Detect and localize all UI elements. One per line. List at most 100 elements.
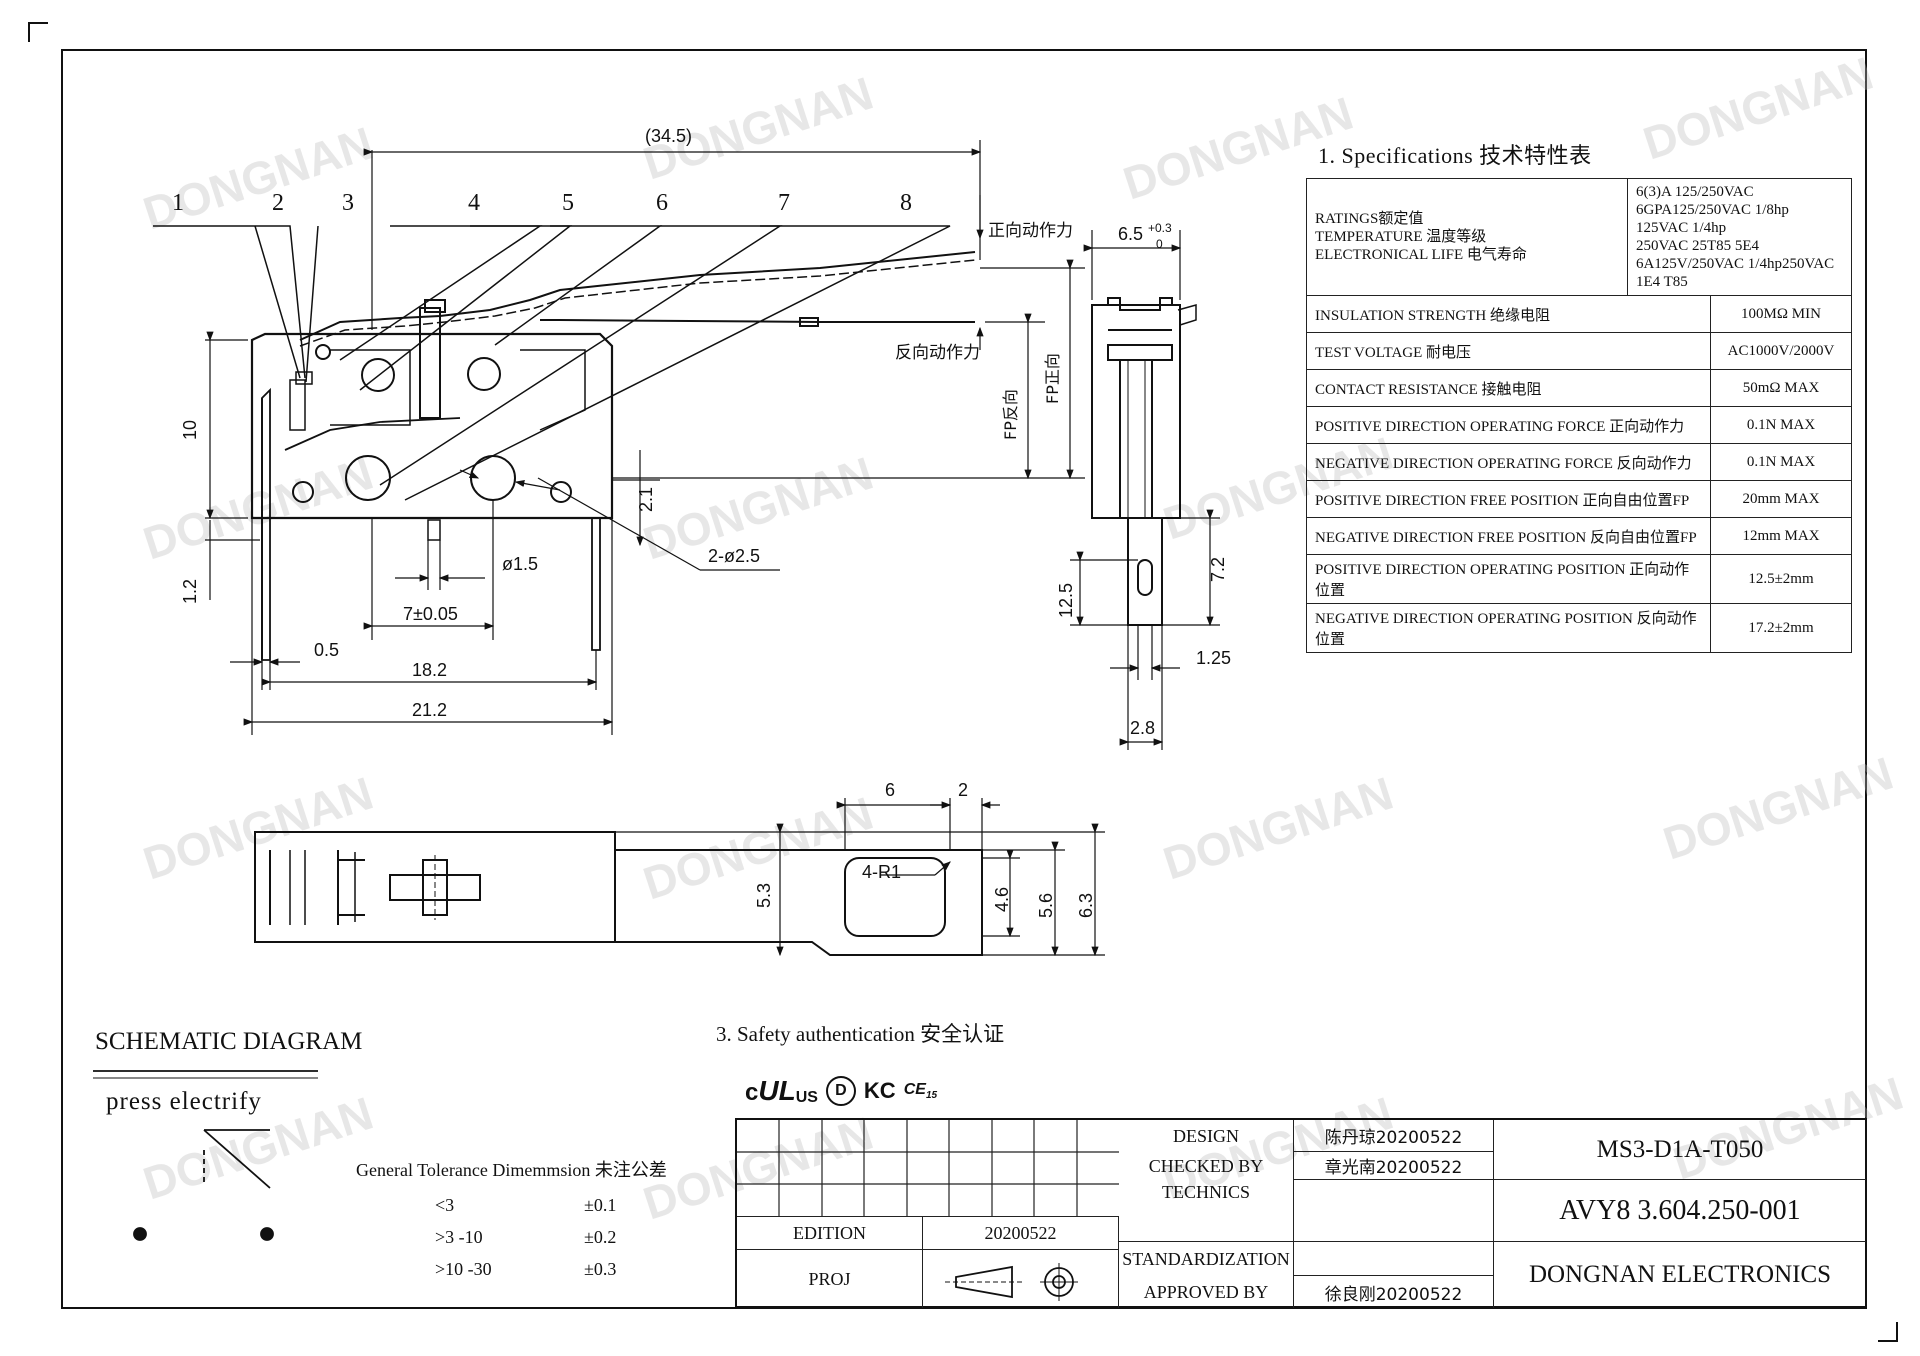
ratings-labels: RATINGS额定值 TEMPERATURE 温度等级 ELECTRONICAL… (1306, 178, 1628, 296)
spec-value: 0.1N MAX (1710, 443, 1852, 481)
part-number-2: 2 (272, 190, 284, 216)
table-row: NEGATIVE DIRECTION OPERATING POSITION 反向… (1306, 603, 1852, 653)
approved-label: APPROVED BY (1119, 1276, 1294, 1308)
approved-value: 徐良刚20200522 (1294, 1276, 1494, 1308)
ratings-label: RATINGS额定值 (1315, 211, 1424, 227)
specifications-title: 1. Specifications 技术特性表 (1318, 143, 1592, 168)
spec-label: POSITIVE DIRECTION OPERATING POSITION 正向… (1306, 554, 1711, 604)
dim-0-5: 0.5 (314, 640, 339, 660)
part-numbers: 1 2 3 4 5 6 7 8 (172, 190, 912, 216)
spec-value: 12.5±2mm (1710, 554, 1852, 604)
side-dimension-labels: 6.5 +0.3 0 7.2 12.5 1.25 2.8 (1056, 221, 1231, 738)
label-negative-force: 反向动作力 (895, 343, 980, 363)
dim-hole: ø1.5 (502, 554, 538, 574)
table-row: POSITIVE DIRECTION OPERATING FORCE 正向动作力… (1306, 406, 1852, 444)
spec-value: AC1000V/2000V (1710, 332, 1852, 370)
watermark-text: DONGNAN (1157, 767, 1399, 890)
dim-7-2: 7.2 (1208, 557, 1228, 582)
enec-ce: CE (903, 1080, 926, 1098)
dim-1-2: 1.2 (180, 579, 200, 604)
spec-label: POSITIVE DIRECTION OPERATING FORCE 正向动作力 (1306, 406, 1711, 444)
watermark-text: DONGNAN (137, 447, 379, 570)
edition-label: EDITION (737, 1216, 923, 1250)
technics-spacer (1119, 1204, 1294, 1242)
dim-4-6: 4.6 (992, 887, 1012, 912)
dim-2-holes: 2-ø2.5 (708, 546, 760, 566)
corner-mark-bottom-right (1878, 1322, 1898, 1342)
tolerance-range: >10 -30 (435, 1259, 492, 1279)
part-number-8: 8 (900, 190, 912, 216)
part-number-5: 5 (562, 190, 574, 216)
technics-label: TECHNICS (1119, 1180, 1294, 1204)
dim-12-5: 12.5 (1056, 583, 1076, 618)
table-row: POSITIVE DIRECTION OPERATING POSITION 正向… (1306, 554, 1852, 604)
rating-value: 6GPA125/250VAC 1/8hp 125VAC 1/4hp (1635, 202, 1789, 236)
spec-value: 100MΩ MIN (1710, 295, 1852, 333)
dim-6-5: 6.5 (1118, 224, 1143, 244)
dim-5-3: 5.3 (754, 883, 774, 908)
tolerance-value: ±0.3 (584, 1259, 617, 1279)
vde-d-mark-icon: D (825, 1076, 856, 1106)
part-number-4: 4 (468, 190, 480, 216)
checked-label: CHECKED BY (1119, 1152, 1294, 1180)
cul-us: US (795, 1089, 818, 1106)
checked-value: 章光南20200522 (1294, 1152, 1494, 1180)
projection-symbol (945, 1263, 1078, 1301)
design-label: DESIGN (1119, 1120, 1294, 1152)
kc-mark-icon: KC (863, 1078, 896, 1103)
temperature-label: TEMPERATURE 温度等级 (1315, 229, 1487, 245)
rating-value: 6(3)A 125/250VAC (1635, 184, 1754, 200)
enec-15: 15 (925, 1090, 938, 1102)
dim-5-6: 5.6 (1036, 893, 1056, 918)
dim-1-25: 1.25 (1196, 648, 1231, 668)
table-row: RATINGS额定值 TEMPERATURE 温度等级 ELECTRONICAL… (1306, 178, 1853, 296)
tolerance-value: ±0.2 (584, 1227, 617, 1247)
electrical-life-label: ELECTRONICAL LIFE 电气寿命 (1315, 247, 1527, 263)
rating-value: 250VAC 25T85 5E4 (1635, 238, 1760, 254)
schematic-subtitle: press electrify (106, 1088, 262, 1115)
company-name: DONGNAN ELECTRONICS (1528, 1261, 1832, 1288)
part-leaders (153, 225, 951, 501)
revision-grid-lines (737, 1120, 1119, 1216)
document-number: AVY8 3.604.250-001 (1494, 1180, 1866, 1242)
dim-overall: (34.5) (645, 126, 692, 146)
dim-18-2: 18.2 (412, 660, 447, 680)
schematic-title: SCHEMATIC DIAGRAM (95, 1028, 363, 1055)
revision-grid (737, 1120, 1119, 1216)
dim-2-8: 2.8 (1130, 718, 1155, 738)
cul-ul: UL (758, 1075, 796, 1106)
table-row: POSITIVE DIRECTION FREE POSITION 正向自由位置F… (1306, 480, 1852, 518)
drawing-frame (61, 49, 1867, 1309)
spec-value: 50mΩ MAX (1710, 369, 1852, 407)
bottom-view (254, 831, 983, 956)
spec-value: 12mm MAX (1710, 517, 1852, 555)
proj-symbol-cell (923, 1250, 1119, 1308)
cul-c: c (745, 1079, 759, 1106)
front-dimension-labels: (34.5) 10 1.2 2.1 ø1.5 7±0.05 2-ø2.5 0.5… (180, 126, 1073, 720)
dim-4-r1: 4-R1 (862, 862, 901, 882)
technics-value (1294, 1180, 1494, 1242)
tolerance-range: >3 -10 (435, 1227, 483, 1247)
dim-10: 10 (180, 420, 200, 440)
tolerance-range: <3 (435, 1195, 455, 1215)
spec-value: 17.2±2mm (1710, 603, 1852, 653)
spec-label: NEGATIVE DIRECTION FREE POSITION 反向自由位置F… (1306, 517, 1711, 555)
side-dimensions (1070, 230, 1220, 750)
spec-label: TEST VOLTAGE 耐电压 (1306, 332, 1711, 370)
schematic-symbol (93, 1070, 318, 1241)
table-row: NEGATIVE DIRECTION OPERATING FORCE 反向动作力… (1306, 443, 1852, 481)
label-fp-positive: FP正向 (1043, 353, 1062, 404)
dim-2-1: 2.1 (636, 487, 656, 512)
specifications-table: RATINGS额定值 TEMPERATURE 温度等级 ELECTRONICAL… (1306, 178, 1853, 653)
safety-title: 3. Safety authentication 安全认证 (716, 1022, 1005, 1046)
ratings-values: 6(3)A 125/250VAC 6GPA125/250VAC 1/8hp 12… (1626, 178, 1853, 296)
dim-pitch: 7±0.05 (403, 604, 458, 624)
spec-value: 20mm MAX (1710, 480, 1852, 518)
spec-value: 0.1N MAX (1710, 406, 1852, 444)
watermark-text: DONGNAN (1637, 47, 1879, 170)
enec-mark-icon: CE15 (904, 1081, 937, 1101)
part-number-3: 3 (342, 190, 354, 216)
table-row: NEGATIVE DIRECTION FREE POSITION 反向自由位置F… (1306, 517, 1852, 555)
